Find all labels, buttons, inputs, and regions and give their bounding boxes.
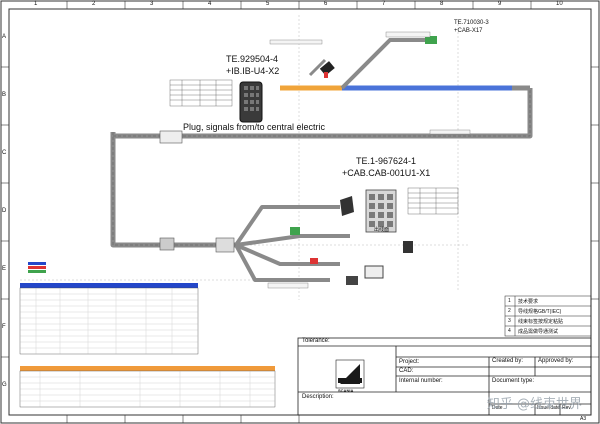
col-label-3: 3 xyxy=(150,1,154,7)
approved-by-label: Approved by: xyxy=(538,358,574,364)
harness-branch-lower xyxy=(234,205,350,282)
wire-list-table-blue xyxy=(19,283,199,355)
col-label-2: 2 xyxy=(92,1,96,7)
description-label: Description: xyxy=(302,394,334,400)
x1-reference: +CAB.CAB-001U1-X1 xyxy=(342,168,431,178)
internal-number-label: Internal number: xyxy=(399,378,443,384)
connector-dark-bottom xyxy=(346,276,358,285)
title-block-frame xyxy=(297,337,592,416)
plug-note: Plug, signals from/to central electric xyxy=(183,122,326,132)
row-label-e: E xyxy=(2,266,7,272)
rev-row-1-num: 1 xyxy=(508,298,511,304)
x2-reference: +IB.IB-U4-X2 xyxy=(226,66,280,76)
watermark: 知乎 @线束世界 xyxy=(486,397,582,412)
x1-wires xyxy=(340,196,354,216)
bom-table-orange xyxy=(19,366,276,408)
col-label-10: 10 xyxy=(556,1,563,7)
row-label-c: C xyxy=(2,150,7,156)
col-label-1: 1 xyxy=(34,1,38,7)
col-label-7: 7 xyxy=(382,1,386,7)
grommet-left xyxy=(159,130,183,144)
row-label-a: A xyxy=(2,34,7,40)
row-label-b: B xyxy=(2,92,7,98)
connector-small-right xyxy=(403,241,413,253)
project-label: Project: xyxy=(399,359,420,365)
rev-row-3-num: 3 xyxy=(508,318,511,324)
document-type-label: Document type: xyxy=(492,378,535,384)
connector-top-small xyxy=(319,61,335,76)
wire-color-legend xyxy=(28,262,46,273)
row-label-d: D xyxy=(2,208,7,214)
x1-pin-table xyxy=(407,187,459,215)
x1-part-number: TE.1-967624-1 xyxy=(356,156,417,166)
x17-terminal xyxy=(425,36,437,44)
terminal-green xyxy=(290,227,300,235)
logo-text: SCANIA xyxy=(338,388,354,393)
col-label-4: 4 xyxy=(208,1,212,7)
rev-row-1-text: 技术要求 xyxy=(518,299,539,305)
x17-part-number: TE.710030-3 xyxy=(454,20,489,26)
x17-reference: +CAB-X17 xyxy=(454,28,483,34)
tolerance-label: Tolerance: xyxy=(302,338,330,344)
row-label-g: G xyxy=(2,382,7,388)
col-label-6: 6 xyxy=(324,1,328,7)
created-by-label: Created by: xyxy=(492,358,524,364)
sheet-size: A3 xyxy=(580,416,587,422)
rev-row-2-num: 2 xyxy=(508,308,511,314)
rev-row-4-text: 成品需做导通测试 xyxy=(518,329,559,335)
revision-table xyxy=(504,295,592,337)
col-label-5: 5 xyxy=(266,1,270,7)
harness-main-trunk xyxy=(110,88,533,248)
rev-row-4-num: 4 xyxy=(508,328,511,334)
rev-row-3-text: 线束标签按规定粘贴 xyxy=(518,319,564,325)
row-label-f: F xyxy=(2,324,6,330)
issue-date-label: Issue date xyxy=(537,405,561,411)
x2-pin-table xyxy=(169,79,233,107)
x2-part-number: TE.929504-4 xyxy=(226,54,279,64)
junction-clip xyxy=(215,237,235,253)
col-label-9: 9 xyxy=(498,1,502,7)
harness-branch-x17 xyxy=(340,38,430,90)
date-label: Date xyxy=(492,405,503,411)
clip-left xyxy=(159,237,175,251)
cad-label: CAD: xyxy=(399,368,414,374)
rev-label: Rev xyxy=(562,405,571,411)
connector-white xyxy=(364,265,384,279)
x1-face-note: 出线面 xyxy=(374,227,390,233)
rev-row-2-text: 导线规格GB/T(IEC) xyxy=(518,309,562,315)
col-label-8: 8 xyxy=(440,1,444,7)
